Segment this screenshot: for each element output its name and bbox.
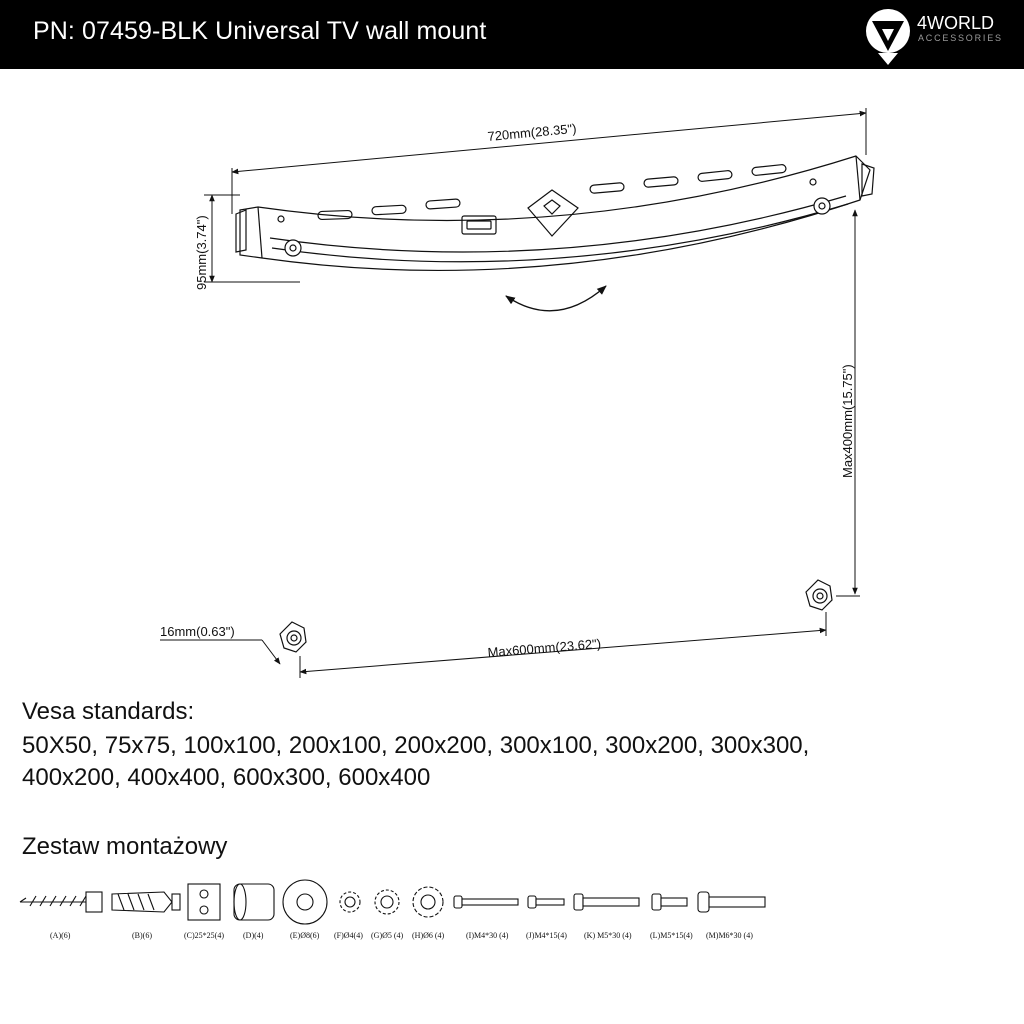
kit-label-k: (K) M5*30 (4) — [584, 931, 632, 940]
height-label: 95mm(3.74") — [194, 215, 209, 290]
vesa-title: Vesa standards: — [22, 698, 195, 725]
mounting-bolt-left-icon — [279, 621, 307, 653]
kit-label-e: (E)Ø8(6) — [290, 931, 320, 940]
kit-label-l: (L)M5*15(4) — [650, 931, 693, 940]
lag-screw-icon — [19, 891, 103, 913]
brand-logo-icon — [866, 9, 910, 65]
vertical-dimension: Max400mm(15.75") — [836, 209, 860, 597]
cylinder-spacer-icon — [233, 883, 275, 921]
bolt-m4-30-icon — [453, 895, 519, 909]
wall-anchor-icon — [111, 891, 181, 913]
max-vertical-label: Max400mm(15.75") — [840, 364, 855, 478]
depth-dimension: 16mm(0.63") — [160, 624, 281, 665]
vesa-list-line-2: 400x200, 400x400, 600x300, 600x400 — [22, 764, 431, 791]
vesa-list-line-1: 50X50, 75x75, 100x100, 200x100, 200x200,… — [22, 732, 810, 759]
lock-washer-medium-icon — [374, 889, 400, 915]
depth-label: 16mm(0.63") — [160, 624, 235, 639]
technical-drawing: 720mm(28.35") 95mm(3.74") — [160, 108, 875, 678]
mounting-kit-row: (A)(6) (B)(6) (C)25*25(4) (D)(4) (E)Ø8(6… — [19, 879, 766, 940]
height-dimension: 95mm(3.74") — [194, 194, 300, 290]
kit-label-d: (D)(4) — [243, 931, 264, 940]
width-label: 720mm(28.35") — [487, 121, 577, 144]
bolt-m5-15-icon — [651, 893, 688, 911]
lock-washer-large-icon — [412, 886, 444, 918]
bolt-m4-15-icon — [527, 895, 565, 909]
washer-icon — [282, 879, 328, 925]
kit-label-c: (C)25*25(4) — [184, 931, 224, 940]
kit-label-i: (I)M4*30 (4) — [466, 931, 509, 940]
mount-plate — [235, 155, 875, 271]
kit-label-b: (B)(6) — [132, 931, 152, 940]
kit-label-f: (F)Ø4(4) — [334, 931, 363, 940]
brand-subtitle: ACCESSORIES — [918, 33, 1003, 43]
brand-name: 4WORLD — [917, 13, 995, 33]
lock-washer-small-icon — [339, 891, 361, 913]
kit-label-h: (H)Ø6 (4) — [412, 931, 445, 940]
square-spacer-icon — [187, 883, 221, 921]
header-bar: PN: 07459-BLK Universal TV wall mount 4W… — [0, 0, 1024, 69]
max-horizontal-label: Max600mm(23.62") — [487, 636, 602, 660]
mounting-bolt-right-icon — [805, 579, 833, 611]
rotation-arrow-icon — [505, 285, 607, 312]
page-title: PN: 07459-BLK Universal TV wall mount — [33, 17, 487, 45]
kit-label-m: (M)M6*30 (4) — [706, 931, 753, 940]
bolt-m6-30-icon — [697, 891, 766, 913]
horizontal-dimension: Max600mm(23.62") — [299, 612, 827, 678]
kit-label-a: (A)(6) — [50, 931, 71, 940]
kit-title: Zestaw montażowy — [22, 833, 228, 860]
kit-label-g: (G)Ø5 (4) — [371, 931, 404, 940]
bolt-m5-30-icon — [573, 893, 640, 911]
kit-label-j: (J)M4*15(4) — [526, 931, 567, 940]
